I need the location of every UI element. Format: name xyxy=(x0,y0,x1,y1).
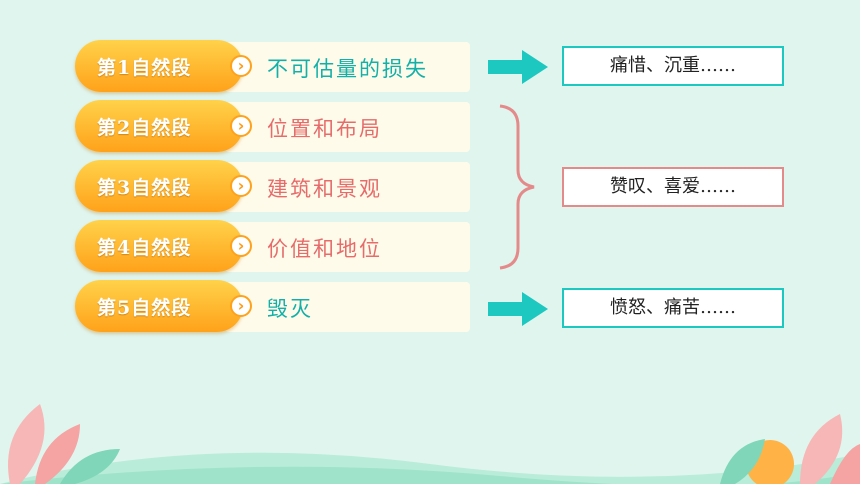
content-card xyxy=(225,42,470,92)
chevron-right-icon: › xyxy=(230,235,252,257)
paragraph-content: 价值和地位 xyxy=(267,237,382,261)
paragraph-pill: 第1自然段 xyxy=(75,40,243,92)
paragraph-pill: 第4自然段 xyxy=(75,220,243,272)
paragraph-label: 第3自然段 xyxy=(97,177,192,199)
paragraph-label: 第2自然段 xyxy=(97,117,192,139)
content-card xyxy=(225,222,470,272)
decorative-foliage xyxy=(0,404,860,484)
content-card xyxy=(225,102,470,152)
paragraph-row-3: 第3自然段 › 建筑和景观 xyxy=(75,160,470,212)
feeling-box-2: 赞叹、喜爱…… xyxy=(562,167,784,207)
leaf-cluster-left xyxy=(8,404,120,484)
leaf-cluster-right xyxy=(720,414,860,484)
paragraph-label: 第1自然段 xyxy=(97,57,192,79)
paragraph-row-1: 第1自然段 › 不可估量的损失 xyxy=(75,40,470,92)
chevron-right-icon: › xyxy=(230,115,252,137)
right-curly-brace xyxy=(499,104,535,270)
paragraph-row-5: 第5自然段 › 毁灭 xyxy=(75,280,470,332)
feeling-box-1: 痛惜、沉重…… xyxy=(562,46,784,86)
arrow-right-icon xyxy=(488,50,548,84)
chevron-right-icon: › xyxy=(230,175,252,197)
paragraph-pill: 第2自然段 xyxy=(75,100,243,152)
paragraph-content: 不可估量的损失 xyxy=(267,57,428,81)
paragraph-label: 第4自然段 xyxy=(97,237,192,259)
paragraph-content: 建筑和景观 xyxy=(267,177,382,201)
paragraph-content: 位置和布局 xyxy=(267,117,382,141)
paragraph-pill: 第3自然段 xyxy=(75,160,243,212)
content-card xyxy=(225,162,470,212)
paragraph-content: 毁灭 xyxy=(267,297,313,321)
paragraph-pill: 第5自然段 xyxy=(75,280,243,332)
arrow-right-icon xyxy=(488,292,548,326)
content-card xyxy=(225,282,470,332)
paragraph-label: 第5自然段 xyxy=(97,297,192,319)
paragraph-row-4: 第4自然段 › 价值和地位 xyxy=(75,220,470,272)
feeling-box-3: 愤怒、痛苦…… xyxy=(562,288,784,328)
paragraph-row-2: 第2自然段 › 位置和布局 xyxy=(75,100,470,152)
chevron-right-icon: › xyxy=(230,295,252,317)
chevron-right-icon: › xyxy=(230,55,252,77)
